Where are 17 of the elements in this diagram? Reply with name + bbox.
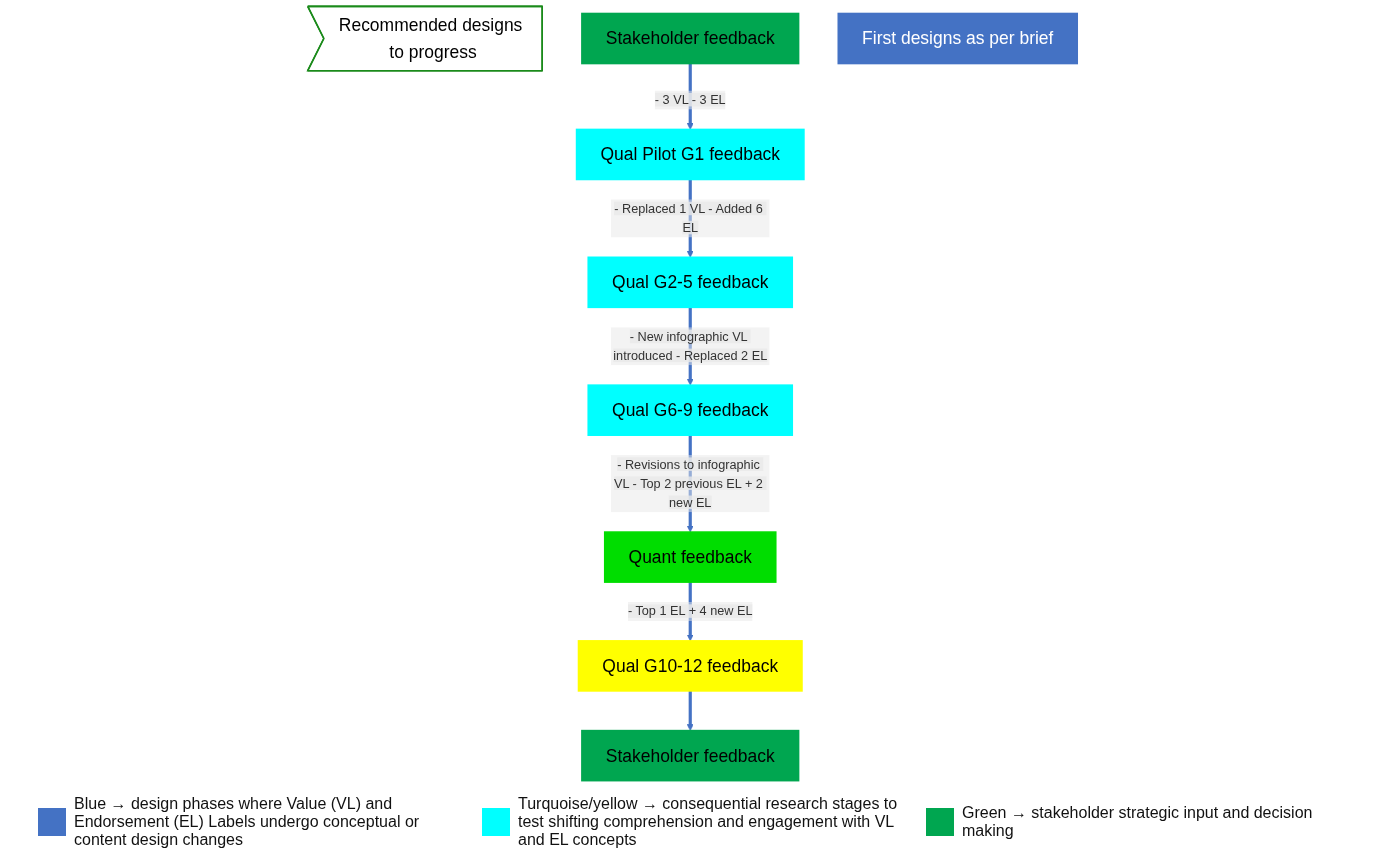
edge-label: - Top 1 EL + 4 new EL (627, 604, 753, 618)
edge-label: - 3 VL - 3 EL (654, 92, 726, 107)
legend-text: Turquoise/yellow → consequential research stages to test shifting comprehension and engagement with VL and EL concepts (518, 795, 899, 849)
node-box: Quant feedback (603, 531, 777, 583)
node-box: Qual G2-5 feedback (586, 256, 793, 309)
edge-label: - New infographic VL introduced - Replaced 2 EL (612, 329, 767, 363)
node-box: Stakeholder feedback (580, 12, 799, 65)
legend-text: Blue → design phases where Value (VL) and Endorsement (EL) Labels undergo conceptual or content design changes (74, 795, 421, 849)
arrow (686, 690, 694, 731)
edge-label: - Revisions to infographic VL - Top 2 previous EL + 2 new EL (613, 457, 763, 510)
edge-label: - Replaced 1 VL - Added 6 EL (613, 201, 763, 235)
node-box: First designs as per brief (837, 12, 1078, 65)
node-box: Qual G6-9 feedback (586, 384, 793, 436)
node-box: Qual G10-12 feedback (577, 640, 803, 692)
node-box: Qual Pilot G1 feedback (575, 128, 805, 181)
node-box: Stakeholder feedback (580, 729, 799, 782)
legend-text: Green → stakeholder strategic input and decision making (962, 804, 1314, 840)
